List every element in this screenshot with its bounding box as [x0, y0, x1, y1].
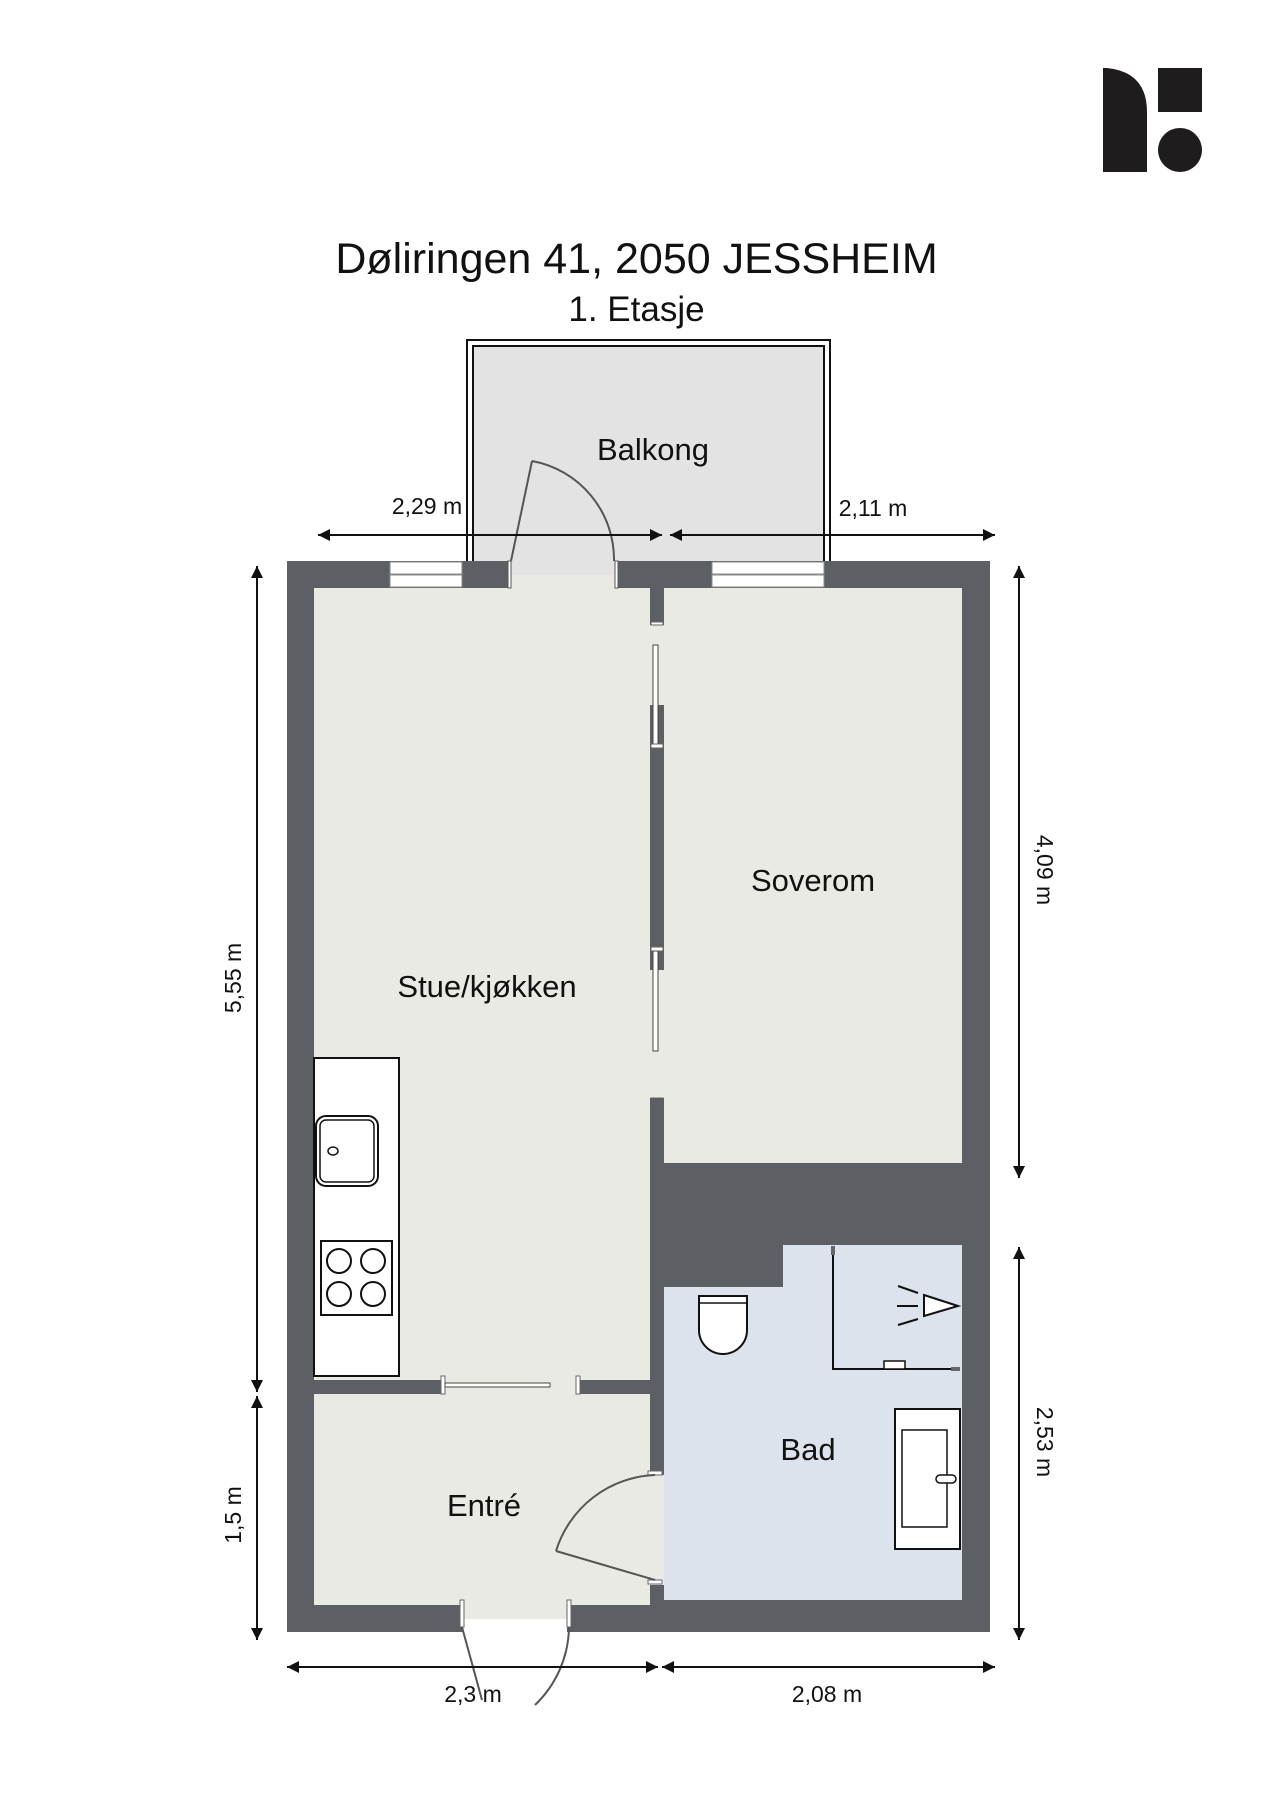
kitchen-sink-icon: [315, 1115, 379, 1187]
dimension-bottom-right: 2,08 m: [792, 1681, 862, 1707]
plan-floor-label: 1. Etasje: [568, 290, 705, 329]
entrance-floor: [314, 1394, 650, 1605]
bathroom-sink-icon: [894, 1408, 961, 1550]
bedroom-floor: [664, 588, 962, 1163]
shower-icon: [831, 1246, 962, 1371]
window-living: [389, 561, 463, 588]
balcony: [466, 339, 831, 563]
dimension-right-lower: 2,53 m: [1032, 1407, 1058, 1477]
room-label-bedroom: Soverom: [751, 863, 875, 898]
dimension-top-left: 2,29 m: [392, 493, 462, 519]
dimension-top-right: 2,11 m: [839, 495, 908, 521]
kitchen-counter: [313, 1057, 400, 1377]
room-label-living-kitchen: Stue/kjøkken: [397, 969, 576, 1004]
room-label-entrance: Entré: [447, 1488, 521, 1523]
toilet-icon: [698, 1295, 748, 1355]
dimension-bottom-left: 2,3 m: [444, 1681, 502, 1707]
room-label-balcony: Balkong: [597, 432, 709, 467]
dimension-left-upper: 5,55 m: [220, 943, 246, 1013]
dimension-lines: [251, 529, 1025, 1673]
window-bedroom: [711, 561, 825, 588]
plan-title-address: Døliringen 41, 2050 JESSHEIM: [335, 235, 938, 283]
bathroom-door[interactable]: [555, 1474, 656, 1581]
dimension-right-upper: 4,09 m: [1032, 835, 1058, 905]
dimension-left-lower: 1,5 m: [220, 1486, 246, 1544]
balcony-door[interactable]: [510, 460, 616, 562]
brand-logo-icon: [1103, 68, 1202, 172]
cooktop-icon: [320, 1240, 393, 1316]
room-label-bathroom: Bad: [780, 1432, 835, 1467]
